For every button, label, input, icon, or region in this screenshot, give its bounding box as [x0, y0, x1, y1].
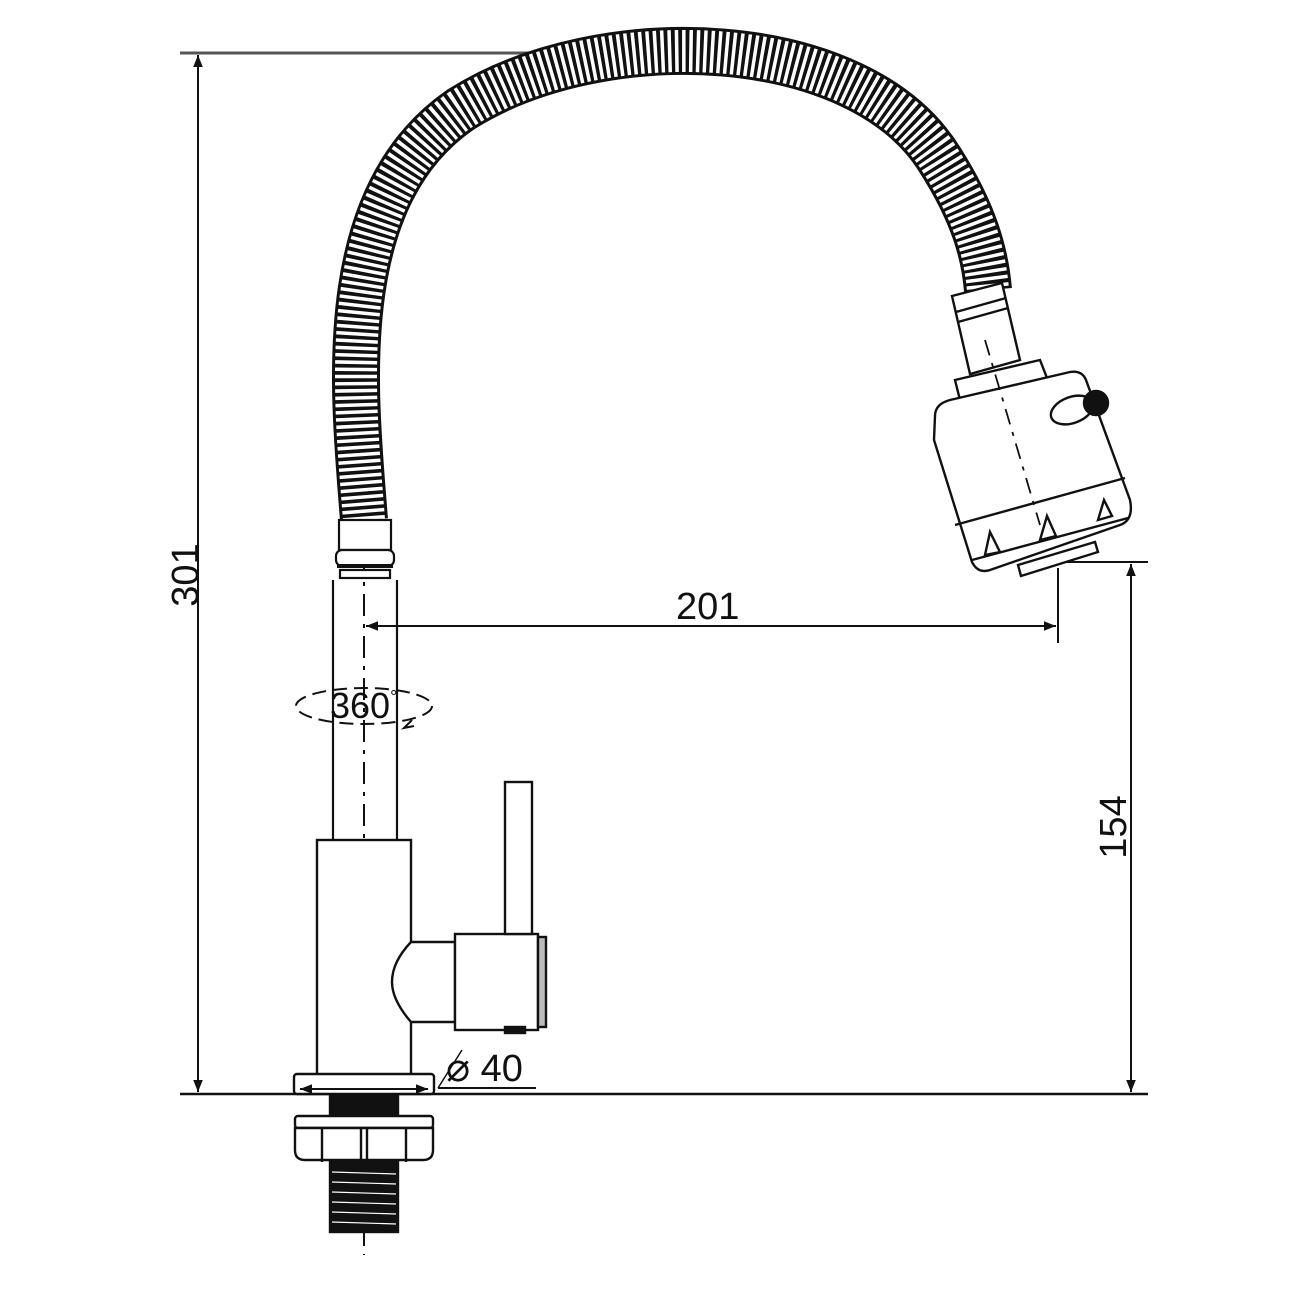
dimension-label-spout-reach: 201 — [676, 588, 739, 626]
spray-axis — [984, 339, 1041, 526]
total-height-value: 301 — [165, 543, 207, 607]
diameter-symbol-icon: ⌀ — [446, 1046, 471, 1090]
dimension-label-base-diameter: ⌀ 40 — [446, 1048, 523, 1088]
spout-tube — [331, 580, 399, 840]
faucet-body — [315, 780, 548, 1078]
spout-height-value: 154 — [1093, 795, 1135, 859]
flexible-hose — [332, 26, 1012, 522]
base-plate — [292, 1072, 436, 1096]
hose-collar — [334, 518, 396, 580]
rotation-arrow-icon — [295, 687, 433, 730]
base-diameter-value: 40 — [480, 1048, 523, 1090]
dimension-spout-reach — [366, 568, 1059, 643]
dimension-spout-height — [1062, 561, 1148, 1092]
mounting-nut-and-thread — [293, 1094, 435, 1234]
spout-reach-value: 201 — [676, 586, 740, 628]
rotation-value: 360 — [330, 685, 391, 726]
rotation-unit: ° — [390, 687, 398, 707]
diameter-leader-slant — [437, 1049, 463, 1089]
dimension-label-total-height: 301 — [165, 535, 207, 615]
dimension-label-rotation: 360° — [330, 688, 397, 724]
spray-head — [932, 281, 1133, 578]
dimension-label-spout-height: 154 — [1093, 787, 1135, 867]
